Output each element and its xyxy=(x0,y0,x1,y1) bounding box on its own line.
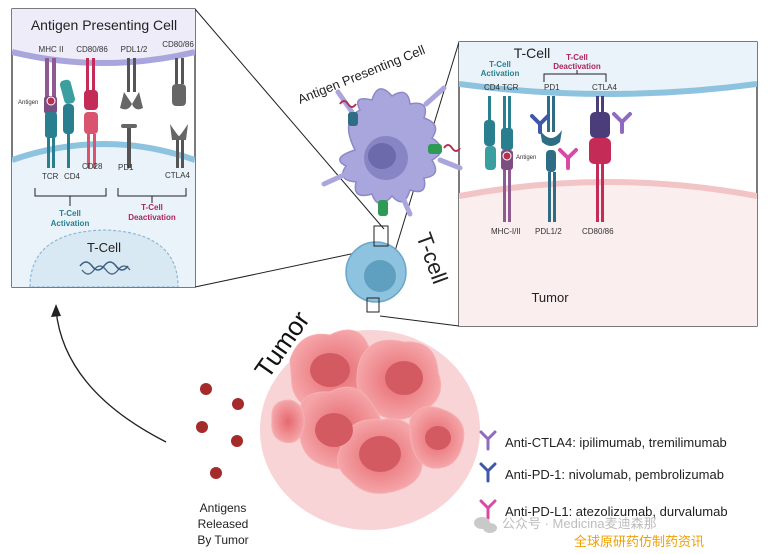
activation-bracket xyxy=(34,188,107,206)
label-pd1: PD1 xyxy=(118,163,134,172)
cd80-receptor xyxy=(84,58,98,110)
right-cd4-receptor xyxy=(484,96,496,170)
right-label-tcr: TCR xyxy=(502,83,519,92)
left-deactivation-line2: Deactivation xyxy=(128,213,176,222)
antigens-line2: Released xyxy=(198,517,249,531)
legend-anti-pdl1-text: Anti-PD-L1: atezolizumab, durvalumab xyxy=(505,504,728,519)
tumor-mass xyxy=(260,329,480,530)
right-pd1-receptor xyxy=(540,96,562,146)
left-deactivation-line1: T-Cell xyxy=(141,203,163,212)
deactivation-bracket xyxy=(117,188,187,203)
antigen-release-arrow xyxy=(51,304,167,443)
right-deactivation-bracket xyxy=(543,70,607,82)
right-activation-line2: Activation xyxy=(481,69,520,78)
label-mhc-ii: MHC II xyxy=(39,45,64,54)
pd1-receptor xyxy=(121,124,137,168)
antigen-presenting-cell xyxy=(321,85,463,217)
tcr-receptor xyxy=(45,112,57,168)
label-ctla4: CTLA4 xyxy=(165,171,190,180)
right-label-pdl1-2: PDL1/2 xyxy=(535,227,562,236)
right-deactivation-line2: Deactivation xyxy=(553,62,601,71)
t-cell xyxy=(345,225,407,313)
pdl1-ligand xyxy=(120,58,143,110)
brand-watermark-text: 全球原研药仿制药资讯 xyxy=(574,534,704,549)
wechat-watermark-text: 公众号 · Medicina麦迪森那 xyxy=(502,516,657,531)
legend-anti-ctla4-icon xyxy=(479,430,497,451)
cd4-receptor xyxy=(59,79,76,168)
label-cd28: CD28 xyxy=(82,162,103,171)
left-tcell-label: T-Cell xyxy=(87,240,121,255)
antigens-line3: By Tumor xyxy=(197,533,248,547)
cd80-receptor-2 xyxy=(172,58,186,106)
legend-anti-ctla4-text: Anti-CTLA4: ipilimumab, tremilimumab xyxy=(505,435,727,450)
label-cd80-86-2: CD80/86 xyxy=(162,40,194,49)
left-panel-title: Antigen Presenting Cell xyxy=(31,17,177,33)
right-label-ctla4: CTLA4 xyxy=(592,83,617,92)
left-activation-line1: T-Cell xyxy=(59,209,81,218)
wechat-icon xyxy=(474,517,497,533)
anti-pd1-antibody-icon xyxy=(530,114,550,134)
legend-anti-pdl1-icon xyxy=(479,499,497,520)
right-pdl1-ligand xyxy=(546,150,556,222)
right-label-mhc: MHC-I/II xyxy=(491,227,521,236)
right-deactivation-line1: T-Cell xyxy=(566,53,588,62)
right-activation-line1: T-Cell xyxy=(489,60,511,69)
left-activation-line2: Activation xyxy=(51,219,90,228)
label-pdl1-2: PDL1/2 xyxy=(121,45,148,54)
right-label-cd80-86: CD80/86 xyxy=(582,227,614,236)
ctla4-receptor xyxy=(170,124,188,168)
right-label-antigen: Antigen xyxy=(516,155,536,161)
tcell-tumor-zoom-panel: T-Cell T-Cell Activation T-Cell Deactiva… xyxy=(458,41,758,327)
right-label-pd1: PD1 xyxy=(544,83,560,92)
label-cd80-86: CD80/86 xyxy=(76,45,108,54)
anti-pdl1-antibody-icon xyxy=(558,148,578,170)
right-ctla4-receptor xyxy=(590,96,610,138)
legend: Anti-CTLA4: ipilimumab, tremilimumab Ant… xyxy=(479,430,728,520)
right-tcr-receptor xyxy=(501,96,513,222)
released-antigens xyxy=(196,383,244,479)
tcell-rotated-label: T-cell xyxy=(411,229,452,287)
legend-anti-pd1-text: Anti-PD-1: nivolumab, pembrolizumab xyxy=(505,467,724,482)
legend-anti-pd1-icon xyxy=(479,462,497,483)
mhc-ii-receptor xyxy=(44,58,57,114)
right-cd80-receptor xyxy=(589,138,611,222)
cd28-receptor xyxy=(84,112,98,168)
antigens-line1: Antigens xyxy=(200,501,247,515)
right-panel-title: T-Cell xyxy=(514,45,551,61)
anti-ctla4-antibody-icon xyxy=(612,112,632,134)
label-cd4: CD4 xyxy=(64,172,81,181)
label-antigen: Antigen xyxy=(18,100,38,106)
label-tcr: TCR xyxy=(42,172,59,181)
right-tumor-label: Tumor xyxy=(531,290,569,305)
right-label-cd4: CD4 xyxy=(484,83,501,92)
watermark: 公众号 · Medicina麦迪森那 全球原研药仿制药资讯 xyxy=(474,516,704,549)
apc-zoom-panel: Antigen Presenting Cell xyxy=(11,8,196,288)
